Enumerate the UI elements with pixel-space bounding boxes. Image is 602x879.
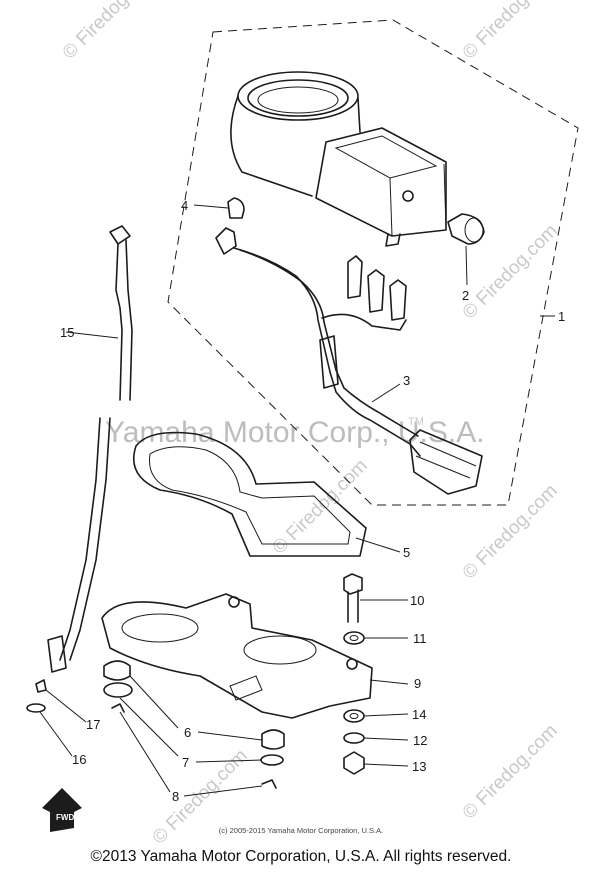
callout-6: 6: [184, 725, 191, 740]
callout-14: 14: [412, 707, 426, 722]
callout-2: 2: [462, 288, 469, 303]
meter-bracket: [101, 593, 409, 719]
callout-16: 16: [72, 752, 86, 767]
callout-17: 17: [86, 717, 100, 732]
speedometer-cable: [47, 225, 133, 673]
washer-14: [343, 709, 409, 723]
circlip-16: [26, 703, 73, 757]
fwd-label: FWD: [56, 813, 74, 822]
trip-knob: [447, 213, 485, 286]
washer-7: [103, 682, 284, 766]
bolt: [343, 573, 408, 623]
bulb: [193, 197, 245, 219]
watermark-layer: © Firedog.com © Firedog.com © Firedog.co…: [59, 0, 562, 849]
callout-9: 9: [414, 676, 421, 691]
small-copyright: (c) 2005-2015 Yamaha Motor Corporation, …: [218, 826, 384, 835]
callout-4: 4: [181, 198, 188, 213]
washer-11: [343, 631, 408, 645]
clip-8: [111, 703, 277, 797]
fwd-arrow-icon: FWD: [42, 788, 82, 832]
callout-8: 8: [172, 789, 179, 804]
callout-13: 13: [412, 759, 426, 774]
callout-1: 1: [558, 309, 565, 324]
nut-13: [343, 751, 409, 775]
washer-17: [35, 679, 87, 723]
watermark-text: © Firedog.com: [459, 720, 562, 823]
watermark-tm: TM: [408, 416, 424, 428]
meter-assembly: [230, 71, 447, 247]
watermark-text: © Firedog.com: [459, 480, 562, 583]
watermark-text: © Firedog.com: [459, 0, 562, 64]
meter-gasket: [132, 431, 401, 557]
copyright-footer: ©2013 Yamaha Motor Corporation, U.S.A. A…: [90, 848, 512, 865]
callout-11: 11: [413, 631, 427, 646]
wire-harness: [215, 227, 483, 495]
watermark-text: © Firedog.com: [59, 0, 162, 64]
damper-6: [103, 660, 285, 750]
callout-7: 7: [182, 755, 189, 770]
callout-10: 10: [410, 593, 424, 608]
watermark-text: © Firedog.com: [269, 455, 372, 558]
callout-3: 3: [403, 373, 410, 388]
watermark-text: © Firedog.com: [459, 220, 562, 323]
callout-labels: 1 2 3 4 5 6 7 8 9 10 11 12 13 14 15 16 1…: [60, 198, 565, 804]
callout-5: 5: [403, 545, 410, 560]
washer-12: [343, 732, 409, 744]
assembly-boundary: [167, 19, 579, 506]
callout-12: 12: [413, 733, 427, 748]
callout-15: 15: [60, 325, 74, 340]
